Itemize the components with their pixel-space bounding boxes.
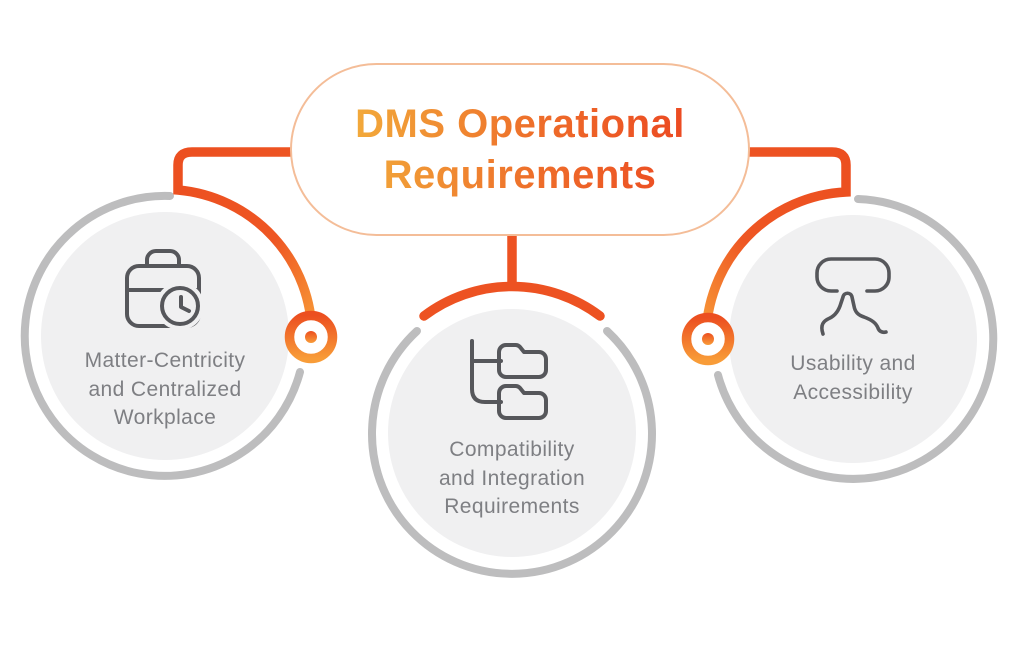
node-usability-accessibility	[714, 195, 998, 483]
page-title: DMS Operational Requirements	[355, 99, 685, 201]
node-matter-centricity	[20, 191, 304, 480]
node-label-compatibility-integration: Compatibility and Integration Requiremen…	[438, 438, 586, 518]
connector-center-arc	[419, 281, 605, 321]
right-node-disc	[729, 215, 977, 463]
connector-left	[173, 147, 317, 341]
center-node-ring	[368, 327, 656, 578]
touch-tap-icon	[815, 257, 891, 336]
left-node-disc	[41, 212, 289, 460]
connector-dot-right	[681, 312, 735, 366]
connector-dot-left	[284, 310, 338, 364]
title-line-1: DMS Operational	[355, 101, 685, 146]
folder-tree-icon	[470, 339, 548, 420]
center-node-disc	[388, 309, 636, 557]
node-label-matter-centricity: Matter-Centricity and Centralized Workpl…	[84, 349, 246, 429]
node-compatibility-integration	[368, 309, 656, 578]
connector-right	[701, 147, 851, 344]
title-line-2: Requirements	[383, 152, 657, 197]
briefcase-clock-icon	[125, 249, 204, 330]
node-label-usability-accessibility: Usability and Accessibility	[790, 352, 916, 404]
title-node: DMS Operational Requirements	[290, 63, 750, 236]
left-node-ring	[20, 191, 304, 480]
right-node-ring	[714, 195, 998, 483]
